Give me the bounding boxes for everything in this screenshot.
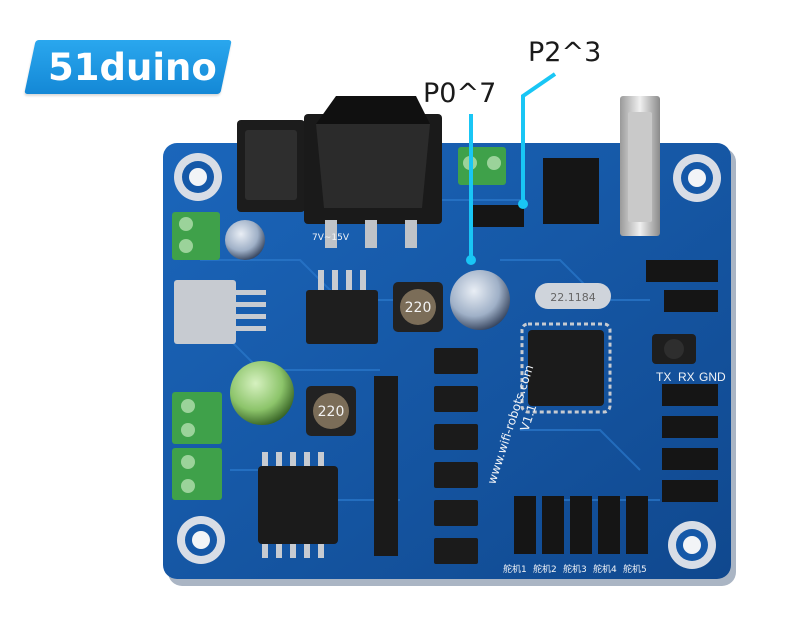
mosfet-array — [434, 348, 478, 564]
inductor-1: 220 — [393, 282, 443, 332]
servo-headers — [514, 496, 648, 554]
callout-label-p07: P0^7 — [423, 78, 497, 109]
power-silkscreen: 7V~15V — [312, 233, 350, 243]
callout-line-p23 — [521, 72, 557, 204]
crystal-label: 22.1184 — [550, 291, 596, 304]
ir-rx-label: RX — [678, 370, 695, 384]
motor-driver-chip — [258, 466, 338, 544]
servo-label-5: 舵机5 — [623, 563, 647, 575]
servo-label-4: 舵机4 — [593, 563, 617, 575]
pin-headers-right — [646, 260, 718, 502]
usb-connector — [620, 96, 660, 236]
ir-tx-label: TX — [656, 370, 671, 384]
regulator-chip — [306, 290, 378, 344]
inductor-b-label: 220 — [318, 404, 345, 420]
pin-header-column — [374, 376, 398, 556]
servo-label-2: 舵机2 — [533, 563, 557, 575]
mounting-holes — [174, 153, 721, 569]
crystal-oscillator — [535, 283, 611, 309]
callout-label-p23: P2^3 — [528, 37, 602, 68]
inductor-a-label: 220 — [405, 300, 432, 316]
brand-logo: 51duino — [48, 46, 217, 89]
voltage-regulator — [174, 280, 236, 344]
servo-label-1: 舵机1 — [503, 563, 527, 575]
microcontroller — [528, 330, 604, 406]
ir-gnd-label: GND — [699, 370, 726, 384]
terminal-blocks-left — [172, 212, 222, 500]
servo-label-3: 舵机3 — [563, 563, 587, 575]
capacitors — [225, 220, 510, 425]
pin-headers-top — [470, 158, 599, 227]
inductor-2: 220 — [306, 386, 356, 436]
